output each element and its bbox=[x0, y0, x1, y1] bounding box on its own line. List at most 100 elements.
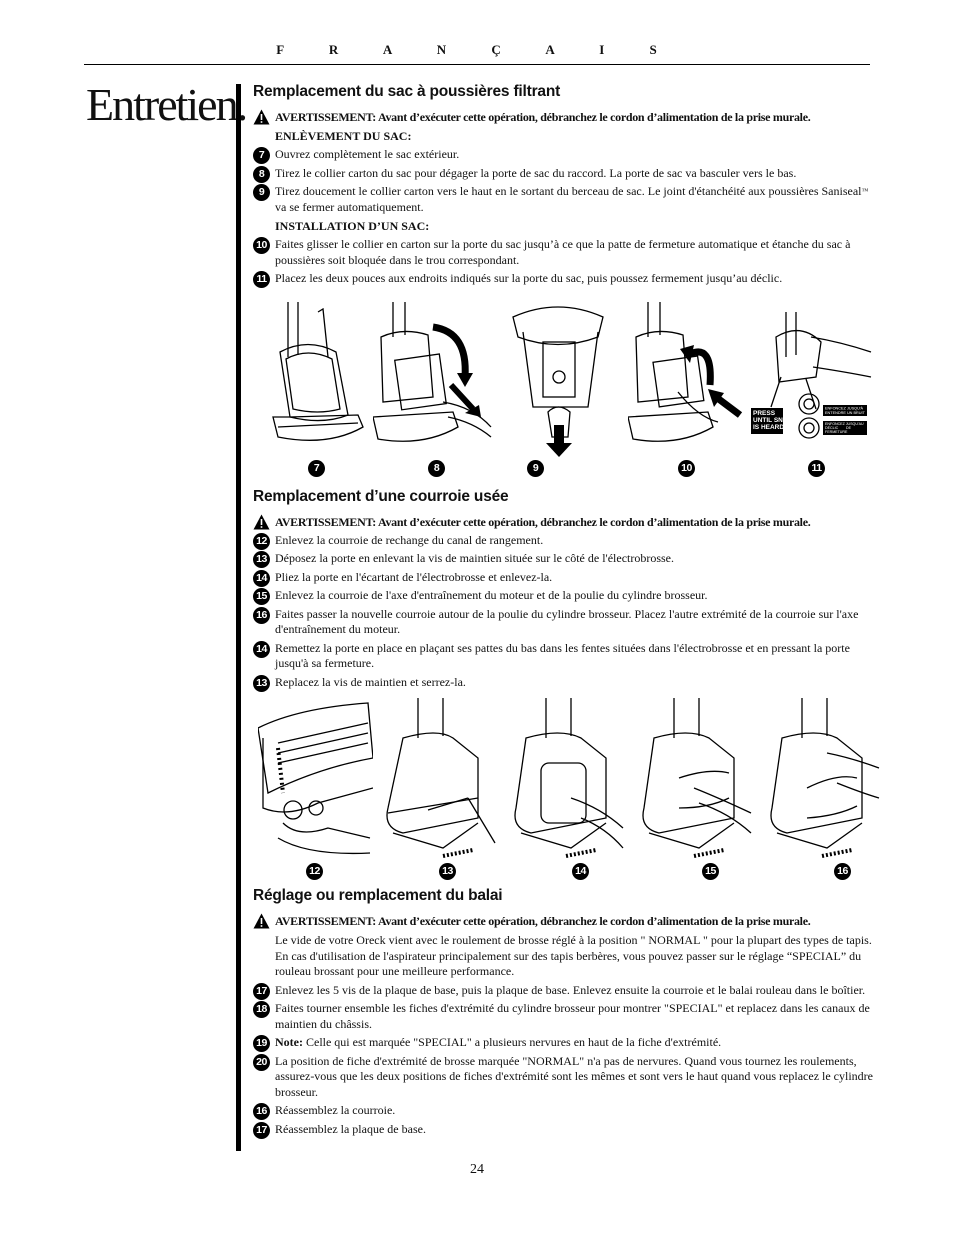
step-number: 19 bbox=[253, 1035, 270, 1052]
bag-illustration-9 bbox=[512, 305, 604, 457]
figure-number: 8 bbox=[428, 459, 445, 477]
step-number: 18 bbox=[253, 1001, 270, 1018]
fr-label-box bbox=[823, 404, 867, 416]
trademark-symbol: ™ bbox=[861, 187, 869, 195]
figure-number: 14 bbox=[572, 863, 589, 880]
step-item: 16 Réassemblez la courroie. bbox=[253, 1103, 873, 1120]
step-number: 8 bbox=[253, 165, 270, 183]
header-rule bbox=[84, 64, 870, 65]
callout-fr-line: DE bbox=[846, 426, 852, 430]
bag-illustration-11: PRESS UNTIL SNAP IS HEARD ENFONCEZ JUSQU… bbox=[751, 311, 872, 439]
callout-fr-line: DÉCLIC bbox=[825, 425, 839, 430]
figure-number: 7 bbox=[308, 459, 325, 477]
figure-number: 16 bbox=[834, 863, 851, 880]
warning-bag: AVERTISSEMENT: Avant d’exécuter cette op… bbox=[253, 109, 873, 125]
callout-fr-line: ENFONCEZ JUSQU'AU bbox=[825, 422, 864, 426]
warning-icon bbox=[253, 514, 270, 529]
step-item: 12 Enlevez la courroie de rechange du can… bbox=[253, 532, 873, 550]
belt-illustration-12 bbox=[258, 702, 373, 855]
figure-number: 10 bbox=[678, 459, 695, 477]
step-number: 15 bbox=[253, 588, 270, 605]
step-number: 14 bbox=[253, 640, 270, 658]
callout-fr-line: ENFONCEZ JUSQU'À bbox=[825, 406, 864, 410]
step-text: Enlevez la courroie de l'axe d'entraînem… bbox=[275, 588, 708, 602]
step-text: Celle qui est marquée "SPECIAL" a plusie… bbox=[302, 1035, 722, 1049]
page-title: Entretien. bbox=[86, 79, 248, 130]
step-text: Enlevez les 5 vis de la plaque de base, … bbox=[275, 982, 866, 997]
step-text: Réassemblez la courroie. bbox=[275, 1103, 396, 1117]
step-number: 17 bbox=[253, 982, 270, 1000]
figure-number: 12 bbox=[306, 863, 323, 880]
belt-illustration-16 bbox=[770, 698, 880, 858]
language-header: F R A N Ç A I S bbox=[276, 42, 678, 57]
step-text: Ouvrez complètement le sac extérieur. bbox=[275, 147, 460, 161]
subheading-install: INSTALLATION D’UN SAC: bbox=[275, 219, 430, 233]
intro-paragraph: Le vide de votre Oreck vient avec le rou… bbox=[275, 933, 872, 978]
step-text: Tirez le collier carton du sac pour déga… bbox=[275, 165, 797, 180]
subheading-remove: ENLÈVEMENT DU SAC: bbox=[275, 129, 412, 143]
step-item: 19 Note: Celle qui est marquée "SPECIAL" … bbox=[253, 1035, 873, 1052]
step-text: Remettez la porte en place en plaçant se… bbox=[275, 640, 850, 671]
figure-number: 15 bbox=[702, 863, 719, 880]
step-item: 20 La position de fiche d'extrémité de br… bbox=[253, 1053, 873, 1101]
step-text: va se fermer automatiquement. bbox=[275, 199, 424, 214]
step-item: 7 Ouvrez complètement le sac extérieur. bbox=[253, 147, 873, 164]
step-item: 14 Pliez la porte en l'écartant de l'élec… bbox=[253, 569, 873, 587]
step-text: Faites passer la nouvelle courroie autou… bbox=[275, 606, 859, 637]
step-text: Faites tourner ensemble les fiches d'ext… bbox=[275, 1001, 870, 1031]
step-number: 11 bbox=[253, 271, 270, 288]
step-number: 16 bbox=[253, 606, 270, 624]
callout-fr-line: FERMETURE bbox=[825, 430, 848, 434]
bag-illustration-7 bbox=[272, 301, 364, 441]
step-item: 18 Faites tourner ensemble les fiches d'e… bbox=[253, 1001, 873, 1032]
bag-figures: PRESS UNTIL SNAP IS HEARD ENFONCEZ JUSQU… bbox=[253, 297, 873, 483]
fr-label-box bbox=[823, 420, 867, 435]
figure-number: 13 bbox=[439, 863, 456, 880]
belt-illustration-15 bbox=[642, 698, 752, 858]
warning-text: AVERTISSEMENT: Avant d’exécuter cette op… bbox=[275, 914, 811, 928]
warning-text: AVERTISSEMENT: Avant d’exécuter cette op… bbox=[275, 514, 811, 529]
press-label-box bbox=[751, 407, 783, 434]
step-item: 15 Enlevez la courroie de l'axe d'entraîn… bbox=[253, 588, 873, 605]
step-item: 17 Enlevez les 5 vis de la plaque de base… bbox=[253, 982, 873, 1000]
step-text: Pliez la porte en l'écartant de l'électr… bbox=[275, 569, 553, 584]
step-number: 10 bbox=[253, 237, 270, 254]
step-number: 7 bbox=[253, 147, 270, 164]
callout-en-line: UNTIL SNAP bbox=[753, 417, 793, 424]
step-text: Placez les deux pouces aux endroits indi… bbox=[275, 271, 783, 285]
callout-fr-line: ENTENDRE UN BRUIT bbox=[825, 411, 866, 415]
warning-icon bbox=[253, 913, 270, 929]
step-text: Réassemblez la plaque de base. bbox=[275, 1121, 426, 1136]
figure-number: 11 bbox=[808, 459, 825, 477]
step-number: 16 bbox=[253, 1103, 270, 1120]
page-number: 24 bbox=[470, 1162, 484, 1177]
belt-illustration-13 bbox=[386, 698, 496, 858]
warning-brush: AVERTISSEMENT: Avant d’exécuter cette op… bbox=[253, 913, 873, 929]
step-item: 14 Remettez la porte en place en plaçant … bbox=[253, 640, 873, 672]
step-text: Enlevez la courroie de rechange du canal… bbox=[275, 532, 544, 547]
step-text: Replacez la vis de maintien et serrez-la… bbox=[275, 674, 466, 689]
step-item: 11 Placez les deux pouces aux endroits in… bbox=[253, 271, 873, 288]
step-text: La position de fiche d'extrémité de bros… bbox=[275, 1053, 873, 1099]
figure-number: 9 bbox=[527, 459, 544, 477]
belt-figures: 12 13 14 15 16 bbox=[253, 698, 880, 884]
warning-text: AVERTISSEMENT: Avant d’exécuter cette op… bbox=[275, 110, 811, 124]
step-number: 12 bbox=[253, 532, 270, 550]
content-column: Remplacement du sac à poussières filtran… bbox=[253, 82, 880, 1139]
callout-en-line: IS HEARD bbox=[753, 424, 784, 431]
step-number: 13 bbox=[253, 551, 270, 568]
step-item: 8 Tirez le collier carton du sac pour dég… bbox=[253, 165, 873, 183]
warning-icon bbox=[253, 109, 270, 125]
step-number: 20 bbox=[253, 1053, 270, 1071]
note-label: Note: bbox=[275, 1035, 303, 1049]
section-title-brush: Réglage ou remplacement du balai bbox=[253, 887, 503, 904]
step-text: Tirez doucement le collier carton vers l… bbox=[275, 184, 862, 198]
step-number: 14 bbox=[253, 569, 270, 587]
section-title-bag: Remplacement du sac à poussières filtran… bbox=[253, 83, 561, 100]
step-item: 16 Faites passer la nouvelle courroie aut… bbox=[253, 606, 873, 638]
